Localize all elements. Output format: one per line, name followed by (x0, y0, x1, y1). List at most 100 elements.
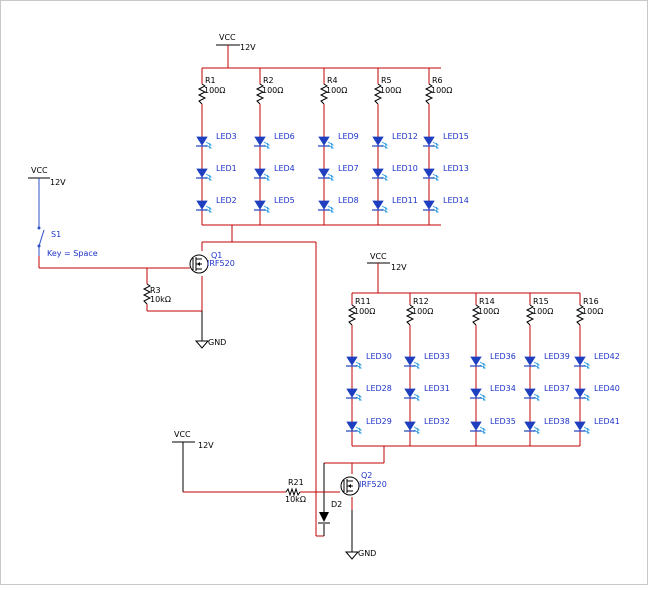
led-led34: LED34 (470, 384, 516, 401)
gnd1-label: GND (208, 338, 226, 347)
resistor-value: 100Ω (532, 307, 553, 316)
resistor-value: 100Ω (354, 307, 375, 316)
led-led1-label: LED1 (216, 164, 237, 173)
resistor-ref: R2 (263, 76, 274, 85)
led-led35: LED35 (470, 417, 516, 434)
resistor-ref: R16 (583, 297, 599, 306)
led-led33-label: LED33 (424, 352, 450, 361)
resistor-r14-symbol (471, 304, 481, 326)
led-led36-label: LED36 (490, 352, 516, 361)
led-led10-label: LED10 (392, 164, 418, 173)
resistor-value: 100Ω (204, 86, 225, 95)
wiring (28, 44, 580, 552)
resistor-ref: R6 (432, 76, 443, 85)
led-led41-label: LED41 (594, 417, 620, 426)
resistor-r21-symbol (285, 487, 301, 497)
resistor-ref: R1 (205, 76, 216, 85)
led-led28-label: LED28 (366, 384, 392, 393)
led-led2-label: LED2 (216, 196, 237, 205)
resistor-r1-symbol (197, 83, 207, 105)
led-led37: LED37 (524, 384, 570, 401)
led-led8-label: LED8 (338, 196, 359, 205)
led-led28: LED28 (346, 384, 392, 401)
r21-ref: R21 (288, 478, 304, 487)
resistor-r2-symbol (255, 83, 265, 105)
led-led3-label: LED3 (216, 132, 237, 141)
led-led1: LED1 (196, 164, 237, 181)
led-led4: LED4 (254, 164, 295, 181)
vcc-switch-voltage: 12V (50, 178, 66, 187)
q2-part: IRF520 (359, 480, 387, 489)
resistor-r16-symbol (575, 304, 585, 326)
led-led14-label: LED14 (443, 196, 469, 205)
led-led37-label: LED37 (544, 384, 570, 393)
led-led15-label: LED15 (443, 132, 469, 141)
led-led38-label: LED38 (544, 417, 570, 426)
led-led13-label: LED13 (443, 164, 469, 173)
resistor-value: 100Ω (380, 86, 401, 95)
led-led6-label: LED6 (274, 132, 295, 141)
led-led8: LED8 (318, 196, 359, 213)
led-led12-label: LED12 (392, 132, 418, 141)
resistor-r12-symbol (405, 304, 415, 326)
vcc-right-label: VCC (370, 252, 387, 261)
led-led13: LED13 (423, 164, 469, 181)
resistor-r4-symbol (319, 83, 329, 105)
resistor-ref: R12 (413, 297, 429, 306)
led-led6: LED6 (254, 132, 295, 149)
led-led39-label: LED39 (544, 352, 570, 361)
vcc-right-voltage: 12V (391, 263, 407, 272)
led-led38: LED38 (524, 417, 570, 434)
vcc-bottom-label: VCC (174, 430, 191, 439)
led-led31: LED31 (404, 384, 450, 401)
led-led7: LED7 (318, 164, 359, 181)
led-led33: LED33 (404, 352, 450, 369)
resistor-ref: R11 (355, 297, 371, 306)
led-led15: LED15 (423, 132, 469, 149)
led-led14: LED14 (423, 196, 469, 213)
mosfet-q2-symbol (340, 476, 360, 496)
q1-ref: Q1 (211, 251, 222, 260)
led-led40-label: LED40 (594, 384, 620, 393)
resistor-r6-symbol (424, 83, 434, 105)
led-led11: LED11 (372, 196, 418, 213)
led-led3: LED3 (196, 132, 237, 149)
gnd2-label: GND (358, 549, 376, 558)
led-led5: LED5 (254, 196, 295, 213)
led-led9-label: LED9 (338, 132, 359, 141)
q1-part: IRF520 (207, 259, 235, 268)
led-led31-label: LED31 (424, 384, 450, 393)
led-led29: LED29 (346, 417, 392, 434)
r3-value: 10kΩ (150, 295, 171, 304)
bottom-led-bank: R11100ΩLED30LED28LED29R12100ΩLED33LED31L… (346, 293, 620, 446)
led-led41: LED41 (574, 417, 620, 434)
led-led32-label: LED32 (424, 417, 450, 426)
resistor-r15-symbol (525, 304, 535, 326)
resistor-value: 100Ω (431, 86, 452, 95)
vcc-switch-label: VCC (31, 166, 48, 175)
led-led10: LED10 (372, 164, 418, 181)
r21-value: 10kΩ (285, 495, 306, 504)
resistor-r3-symbol (142, 283, 152, 305)
resistor-value: 100Ω (412, 307, 433, 316)
led-led30: LED30 (346, 352, 392, 369)
resistor-ref: R14 (479, 297, 495, 306)
switch-s1[interactable] (37, 226, 45, 248)
ground-symbol-1 (194, 340, 210, 349)
led-led4-label: LED4 (274, 164, 295, 173)
resistor-value: 100Ω (326, 86, 347, 95)
d2-ref: D2 (331, 500, 342, 509)
diode-d2-symbol (318, 512, 330, 524)
led-led42: LED42 (574, 352, 620, 369)
led-led7-label: LED7 (338, 164, 359, 173)
mosfet-q1-symbol (189, 254, 209, 274)
